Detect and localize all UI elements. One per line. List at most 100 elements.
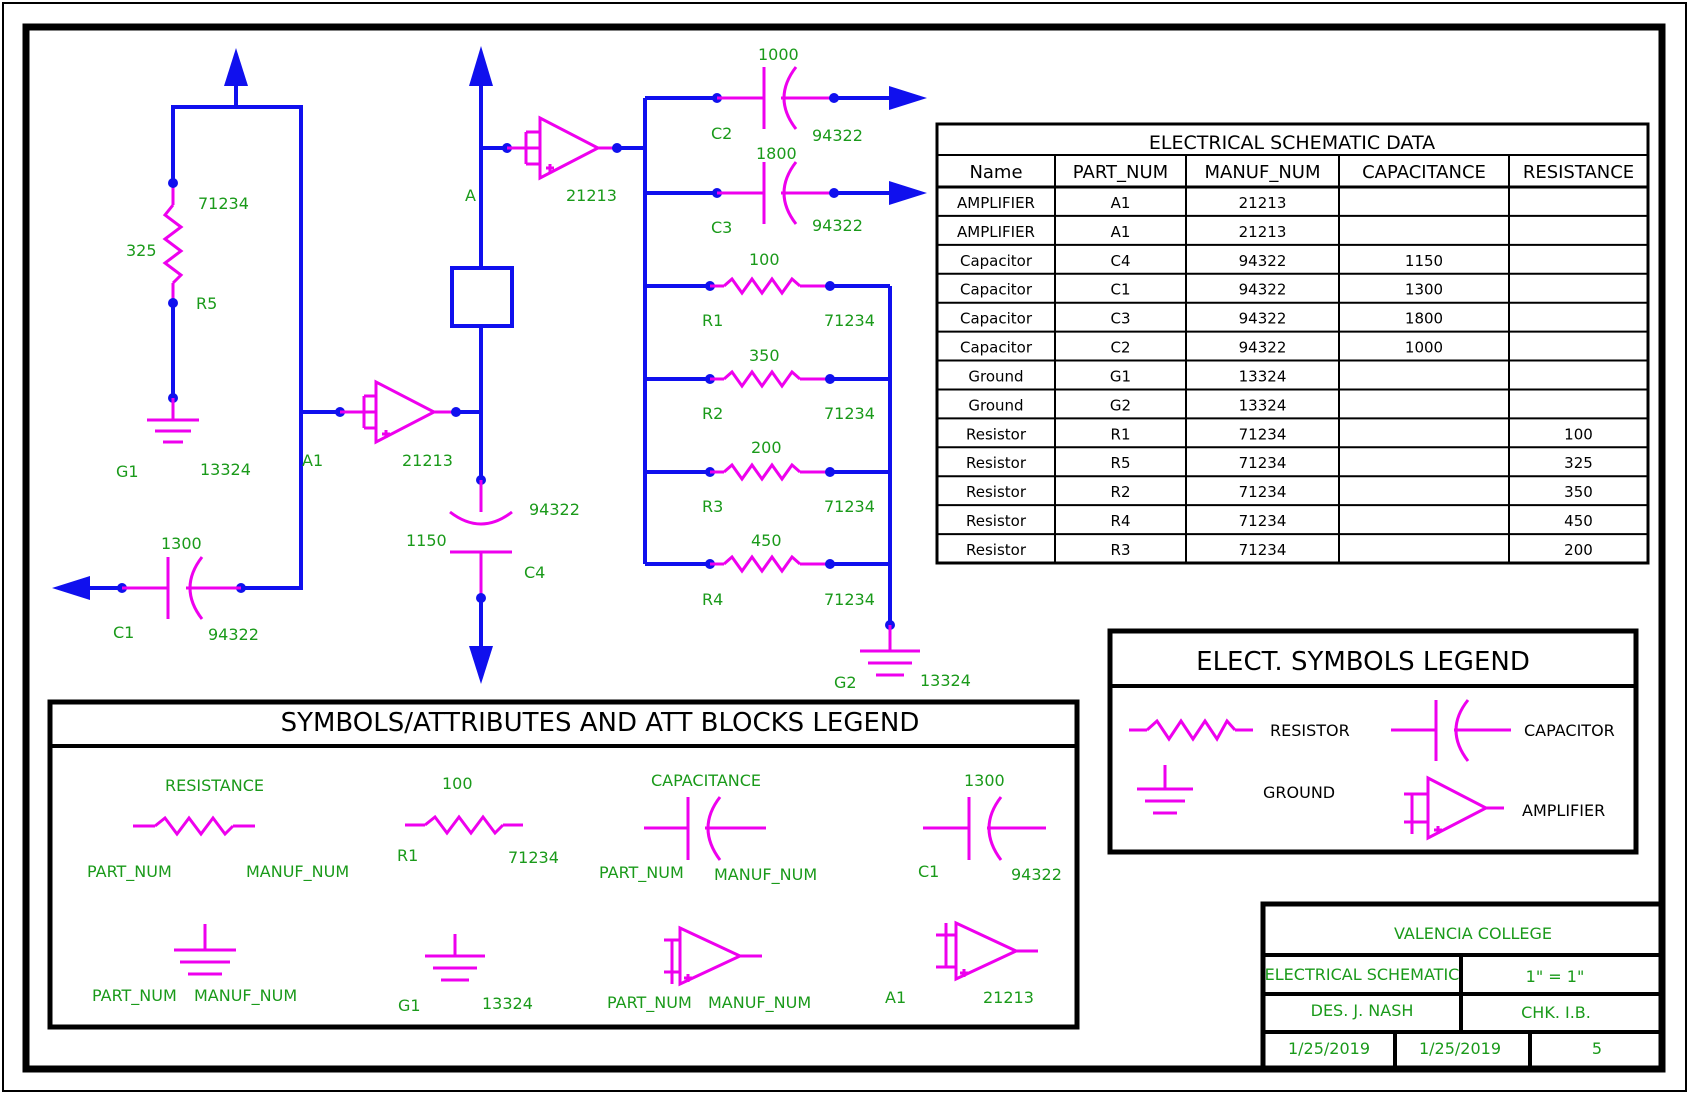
table-cell: 450 — [1564, 512, 1593, 530]
table-header-cell: CAPACITANCE — [1362, 162, 1486, 183]
table-cell: R3 — [1111, 541, 1131, 559]
label-r1-manuf: 71234 — [824, 311, 875, 330]
capacitor-c2 — [717, 66, 834, 130]
table-cell: 1300 — [1405, 281, 1443, 299]
ground-icon — [1137, 765, 1193, 815]
table-cell: 13324 — [1239, 396, 1287, 414]
sheet-inner-border — [22, 23, 1666, 1073]
resistor-icon — [405, 814, 523, 836]
table-cell: 1000 — [1405, 339, 1443, 357]
arrow-down-icon — [469, 646, 493, 684]
label-r5-value: 325 — [126, 241, 157, 260]
arrow-right-icon — [889, 86, 927, 110]
att-blocks-legend: SYMBOLS/ATTRIBUTES AND ATT BLOCKS LEGEND… — [47, 699, 1080, 1030]
label-c1-part: C1 — [113, 623, 134, 642]
att-g-manuf-num: MANUF_NUM — [194, 986, 297, 1006]
label-amp-top-manuf: 21213 — [566, 186, 617, 205]
label-r1-part: R1 — [702, 311, 723, 330]
label-c3-cap: 1800 — [756, 144, 797, 163]
label-r4-value: 450 — [751, 531, 782, 550]
label-r2-value: 350 — [749, 346, 780, 365]
label-g1-part: G1 — [116, 462, 139, 481]
att-g-manuf: 13324 — [482, 994, 533, 1013]
label-c3-part: C3 — [711, 218, 732, 237]
legend-amplifier-label: AMPLIFIER — [1522, 801, 1605, 820]
att-c-value: 1300 — [964, 771, 1005, 790]
ground-icon — [174, 924, 236, 976]
table-cell: 94322 — [1239, 281, 1287, 299]
legend-ground-label: GROUND — [1263, 783, 1335, 802]
capacitor-c4 — [449, 480, 513, 598]
table-cell: Capacitor — [960, 281, 1033, 299]
label-g1-manuf: 13324 — [200, 460, 251, 479]
table-cell: 21213 — [1239, 194, 1287, 212]
table-cell: G1 — [1110, 367, 1131, 385]
capacitor-icon — [644, 796, 766, 861]
att-c-part-num: PART_NUM — [599, 863, 684, 883]
att-r-part: R1 — [397, 846, 418, 865]
label-c1-manuf: 94322 — [208, 625, 259, 644]
table-cell: 71234 — [1239, 454, 1287, 472]
att-a-manuf: 21213 — [983, 988, 1034, 1007]
capacitor-icon — [923, 796, 1046, 861]
table-cell: 13324 — [1239, 367, 1287, 385]
table-cell: C2 — [1110, 339, 1130, 357]
table-cell: 71234 — [1239, 512, 1287, 530]
resistor-icon — [133, 815, 255, 837]
table-header-cell: MANUF_NUM — [1204, 162, 1320, 183]
resistor-r5 — [162, 204, 184, 285]
label-a1-left: A1 — [302, 451, 323, 470]
table-cell: Resistor — [966, 483, 1027, 501]
att-c-manuf: 94322 — [1011, 865, 1062, 884]
table-cell: AMPLIFIER — [957, 223, 1035, 241]
ground-icon — [425, 934, 485, 982]
table-cell: 325 — [1564, 454, 1593, 472]
table-cell: Resistor — [966, 512, 1027, 530]
legend-capacitor-label: CAPACITOR — [1524, 721, 1615, 740]
table-cell: 94322 — [1239, 310, 1287, 328]
label-c4-manuf: 94322 — [529, 500, 580, 519]
label-c1-cap: 1300 — [161, 534, 202, 553]
table-cell: 350 — [1564, 483, 1593, 501]
att-r-manuf: 71234 — [508, 848, 559, 867]
table-cell: Capacitor — [960, 310, 1033, 328]
amplifier-icon — [664, 925, 762, 987]
arrow-up-icon — [469, 46, 493, 86]
att-r-part-num: PART_NUM — [87, 862, 172, 882]
label-c2-cap: 1000 — [758, 45, 799, 64]
table-cell: 71234 — [1239, 425, 1287, 443]
amplifier-a1-top — [507, 115, 617, 181]
legend-title: ELECT. SYMBOLS LEGEND — [1196, 647, 1530, 677]
att-g-part-num: PART_NUM — [92, 986, 177, 1006]
title-designer: DES. J. NASH — [1311, 1001, 1414, 1020]
title-sheet-number: 5 — [1592, 1039, 1602, 1058]
label-c4-part: C4 — [524, 563, 545, 582]
table-cell: Capacitor — [960, 339, 1033, 357]
title-scale: 1" = 1" — [1526, 967, 1585, 986]
capacitor-c3 — [717, 161, 834, 225]
amplifier-a1-left — [340, 379, 456, 445]
label-amp-left-manuf: 21213 — [402, 451, 453, 470]
table-cell: AMPLIFIER — [957, 194, 1035, 212]
label-r3-manuf: 71234 — [824, 497, 875, 516]
table-cell: G2 — [1110, 396, 1131, 414]
att-resistance-label: RESISTANCE — [165, 776, 264, 795]
resistor-icon — [1129, 718, 1253, 742]
title-drawing-name: ELECTRICAL SCHEMATIC — [1265, 965, 1460, 984]
arrow-left-icon — [52, 576, 90, 600]
table-cell: Resistor — [966, 425, 1027, 443]
block-box — [450, 266, 514, 328]
resistor-r1 — [710, 276, 830, 296]
table-cell: Ground — [968, 367, 1023, 385]
att-a-manuf-num: MANUF_NUM — [708, 993, 811, 1013]
table-cell: A1 — [1111, 223, 1131, 241]
ground-g2 — [860, 625, 920, 677]
label-r3-value: 200 — [751, 438, 782, 457]
label-a: A — [465, 186, 476, 205]
label-c4-cap: 1150 — [406, 531, 447, 550]
table-cell: 1800 — [1405, 310, 1443, 328]
label-r2-part: R2 — [702, 404, 723, 423]
